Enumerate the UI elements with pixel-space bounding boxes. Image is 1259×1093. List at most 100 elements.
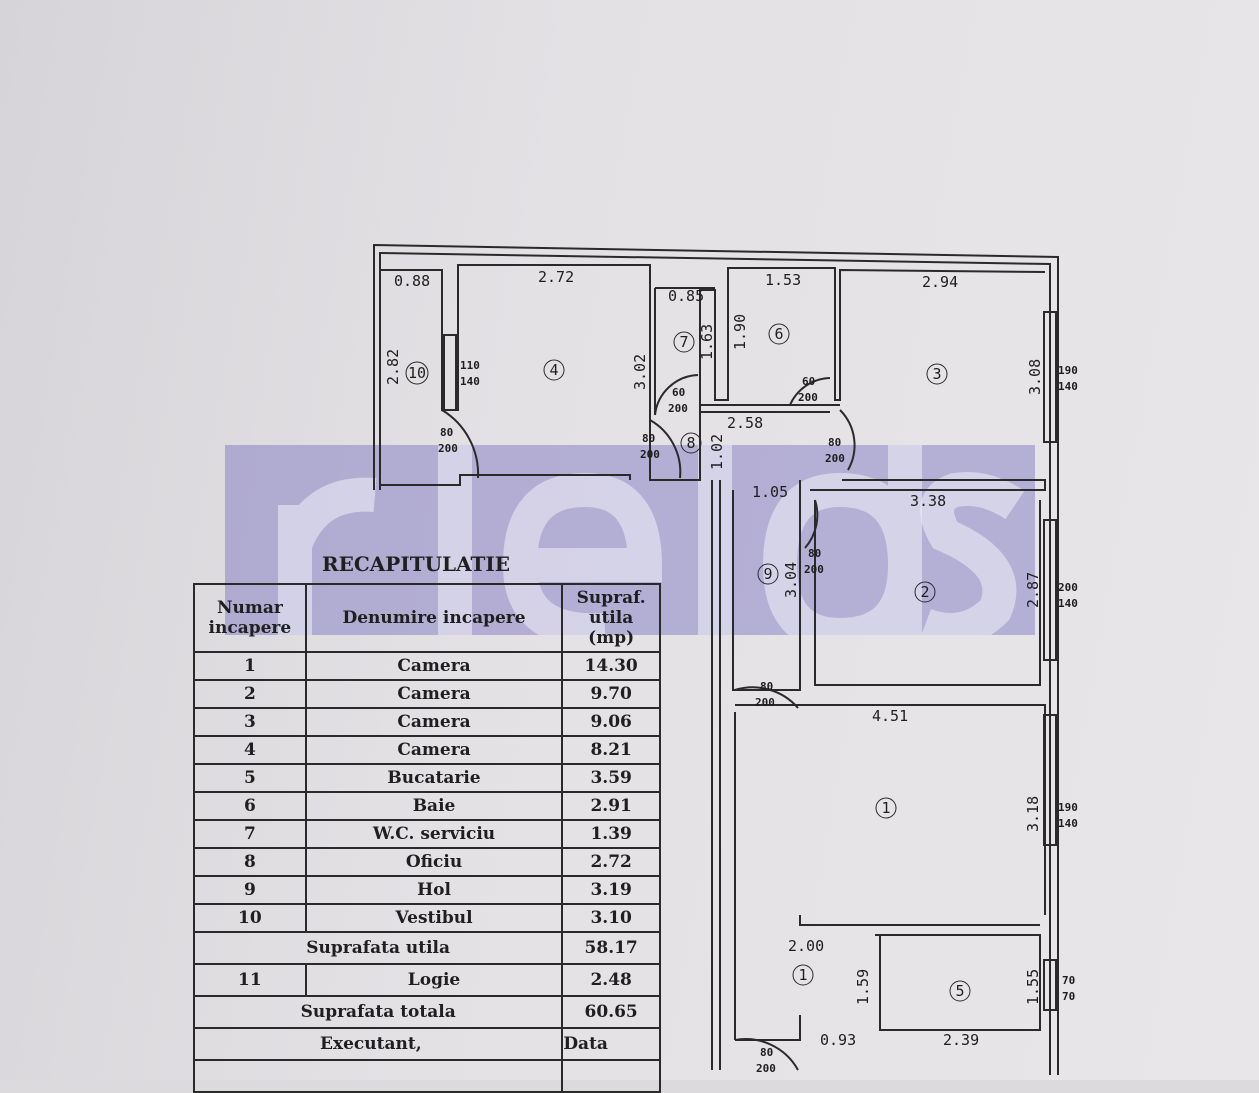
header-area: Supraf. utila (mp) bbox=[561, 583, 661, 653]
room-number-5: 5 bbox=[955, 982, 964, 1000]
header-name: Denumire incapere bbox=[304, 583, 564, 653]
door-height: 200 bbox=[825, 452, 845, 465]
cell-n: 7 bbox=[193, 819, 307, 849]
signature-blank-row bbox=[192, 1059, 661, 1093]
dimension-label: 1.90 bbox=[731, 314, 749, 350]
dimension-label: 2.82 bbox=[384, 349, 402, 385]
door-width: 60 bbox=[672, 386, 685, 399]
window-width: 190 bbox=[1058, 364, 1078, 377]
room-number-7: 7 bbox=[679, 333, 688, 351]
window-height: 70 bbox=[1062, 990, 1075, 1003]
cell-n: 9 bbox=[193, 875, 307, 905]
window-width: 200 bbox=[1058, 581, 1078, 594]
walls bbox=[373, 243, 1059, 1075]
cell-n: 5 bbox=[193, 763, 307, 793]
cell-name: W.C. serviciu bbox=[304, 819, 564, 849]
dimension-label: 3.04 bbox=[782, 562, 800, 598]
room-number-10: 10 bbox=[408, 364, 426, 382]
window-width: 110 bbox=[460, 359, 480, 372]
total-area-label: Suprafata totala bbox=[192, 995, 564, 1029]
cell-area: 3.10 bbox=[561, 903, 661, 933]
cell-name: Hol bbox=[304, 875, 564, 905]
dimension-label: 1.53 bbox=[765, 271, 801, 289]
useful-area-label: Suprafata utila bbox=[192, 931, 564, 965]
cell-area: 9.70 bbox=[561, 679, 661, 709]
room-number-1: 1 bbox=[881, 799, 890, 817]
dimension-label: 3.18 bbox=[1024, 796, 1042, 832]
door-width: 80 bbox=[808, 547, 821, 560]
cell-n: 6 bbox=[193, 791, 307, 821]
room-number-2: 2 bbox=[920, 583, 929, 601]
window-width: 70 bbox=[1062, 974, 1075, 987]
dimension-label: 3.38 bbox=[910, 492, 946, 510]
useful-area-row: Suprafata utila 58.17 bbox=[192, 931, 661, 965]
cell-area: 2.91 bbox=[561, 791, 661, 821]
cell-name: Oficiu bbox=[304, 847, 564, 877]
cell-name: Baie bbox=[304, 791, 564, 821]
door-height: 200 bbox=[668, 402, 688, 415]
cell-area: 2.48 bbox=[561, 963, 661, 997]
dimension-label: 1.55 bbox=[1024, 969, 1042, 1005]
dimension-label: 3.02 bbox=[631, 354, 649, 390]
useful-area-value: 58.17 bbox=[561, 931, 661, 965]
logia-row: 11 Logie 2.48 bbox=[193, 963, 661, 997]
window-height: 140 bbox=[1058, 380, 1078, 393]
room-number-6: 6 bbox=[774, 325, 783, 343]
cell-name: Vestibul bbox=[304, 903, 564, 933]
window-height: 140 bbox=[460, 375, 480, 388]
cell-area: 14.30 bbox=[561, 651, 661, 681]
dimension-label: 2.39 bbox=[943, 1031, 979, 1049]
dimension-label: 0.88 bbox=[394, 272, 430, 290]
cell-n: 8 bbox=[193, 847, 307, 877]
cell-area: 3.19 bbox=[561, 875, 661, 905]
cell-area: 9.06 bbox=[561, 707, 661, 737]
door-height: 200 bbox=[438, 442, 458, 455]
window-height: 140 bbox=[1058, 817, 1078, 830]
total-area-value: 60.65 bbox=[561, 995, 661, 1029]
cell-n: 2 bbox=[193, 679, 307, 709]
cell-name: Camera bbox=[304, 651, 564, 681]
door-height: 200 bbox=[798, 391, 818, 404]
window-width: 190 bbox=[1058, 801, 1078, 814]
dimension-label: 2.94 bbox=[922, 273, 958, 291]
door-width: 80 bbox=[642, 432, 655, 445]
dimension-label: 1.02 bbox=[708, 434, 726, 470]
dimension-label: 4.51 bbox=[872, 707, 908, 725]
cell-n: 10 bbox=[193, 903, 307, 933]
room-number-4: 4 bbox=[549, 361, 558, 379]
cell-name: Camera bbox=[304, 735, 564, 765]
door-width: 80 bbox=[760, 1046, 773, 1059]
cell-area: 8.21 bbox=[561, 735, 661, 765]
date-label: Data bbox=[561, 1027, 661, 1061]
room-number-logia: 1 bbox=[798, 966, 807, 984]
recap-table: Numar incapere Denumire incapere Supraf.… bbox=[192, 583, 661, 1093]
cell-name: Camera bbox=[304, 707, 564, 737]
cell-area: 1.39 bbox=[561, 819, 661, 849]
door-height: 200 bbox=[804, 563, 824, 576]
table-header: Numar incapere Denumire incapere Supraf.… bbox=[193, 583, 661, 653]
dimension-label: 1.05 bbox=[752, 483, 788, 501]
door-swings bbox=[441, 374, 856, 1071]
cell-name: Camera bbox=[304, 679, 564, 709]
dimension-label: 2.00 bbox=[788, 937, 824, 955]
total-area-row: Suprafata totala 60.65 bbox=[192, 995, 661, 1029]
door-width: 60 bbox=[802, 375, 815, 388]
door-width: 80 bbox=[828, 436, 841, 449]
door-height: 200 bbox=[756, 1062, 776, 1075]
door-width: 80 bbox=[440, 426, 453, 439]
cell-n: 3 bbox=[193, 707, 307, 737]
cell-area: 3.59 bbox=[561, 763, 661, 793]
dimension-label: 2.87 bbox=[1024, 572, 1042, 608]
cell-name: Logie bbox=[304, 963, 564, 997]
room-number-8: 8 bbox=[686, 434, 695, 452]
dimension-label: 0.85 bbox=[668, 287, 704, 305]
